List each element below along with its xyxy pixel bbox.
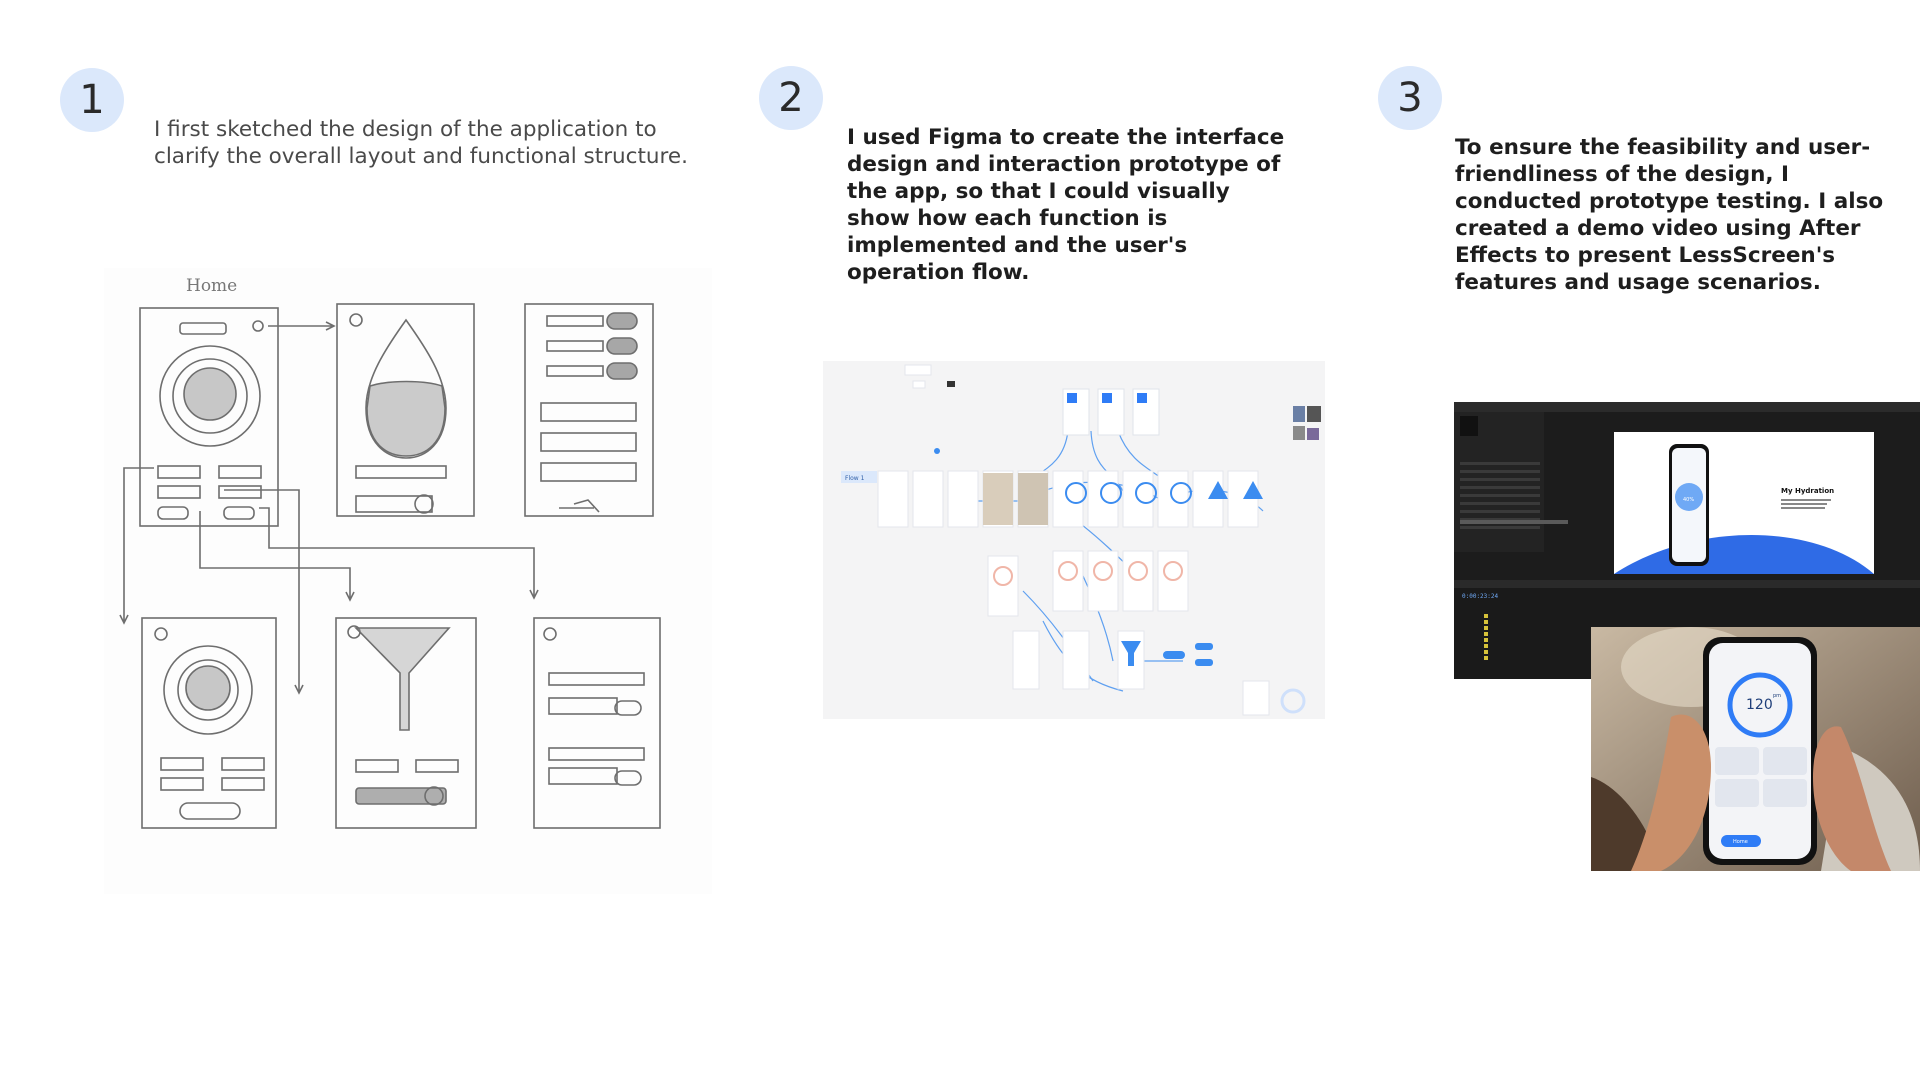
- wireframe-sketch-image: Home: [104, 268, 712, 894]
- prototype-testing-photo: 120 pm Home: [1591, 627, 1920, 871]
- figma-prototype-screenshot: Flow 1: [823, 361, 1325, 719]
- ae-slide-title: My Hydration: [1781, 487, 1834, 495]
- step-badge-3: 3: [1378, 66, 1442, 130]
- figma-flow-label: Flow 1: [845, 475, 865, 482]
- step-badge-1: 1: [60, 68, 124, 132]
- step-2-description: I used Figma to create the interface des…: [847, 125, 1285, 285]
- photo-home-label: Home: [1733, 839, 1748, 845]
- photo-dial-unit: pm: [1773, 693, 1781, 699]
- step-3-description: To ensure the feasibility and user-frien…: [1455, 135, 1884, 295]
- ae-phone-percent: 40%: [1683, 497, 1694, 503]
- step-badge-2: 2: [759, 66, 823, 130]
- ae-timecode: 0:00:23:24: [1462, 593, 1499, 600]
- photo-dial-value: 120: [1746, 697, 1773, 713]
- sketch-home-label: Home: [186, 276, 237, 296]
- step-1-description: I first sketched the design of the appli…: [154, 117, 688, 169]
